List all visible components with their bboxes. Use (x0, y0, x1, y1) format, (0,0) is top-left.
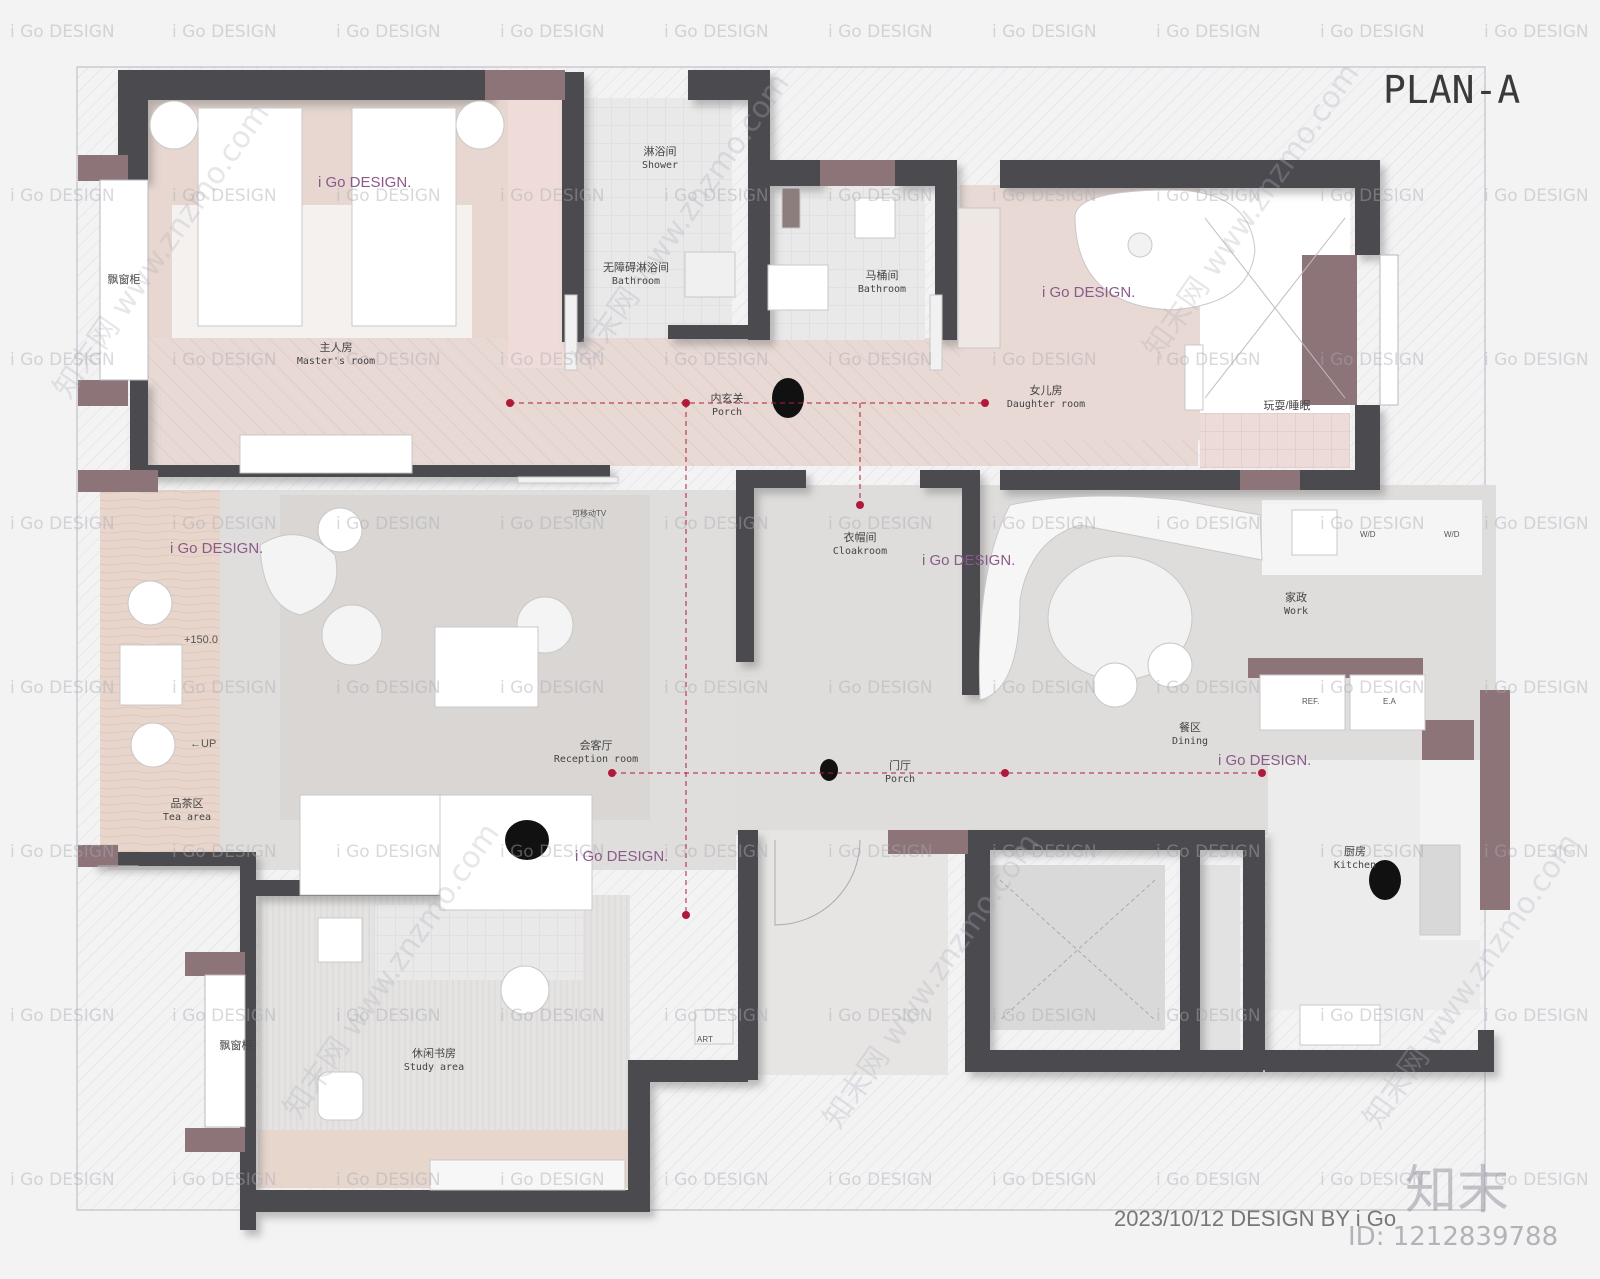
room-name-en: Study area (403, 1062, 465, 1073)
room-name-zh: 家政 (1285, 592, 1307, 604)
room-name-zh: 休闲书房 (412, 1048, 456, 1060)
room-name-zh: 衣帽间 (843, 532, 877, 544)
brand-mark: i Go DESIGN. (1042, 284, 1136, 301)
room-name-en: Bathroom (857, 284, 907, 295)
room-label-master: 主人房 Master's room (297, 342, 375, 368)
room-label-tea: 品茶区 Tea area (163, 798, 211, 824)
movable-tv-label: 可移动TV (572, 509, 607, 518)
room-label-barrier-free-bath: 无障碍淋浴间 Bathroom (603, 262, 669, 288)
footer-date-credit: 2023/10/12 DESIGN BY i Go (1114, 1206, 1397, 1231)
room-name-en: Master's room (296, 356, 376, 367)
room-name-en: Work (1283, 606, 1309, 617)
art-label: ART (697, 1035, 713, 1044)
room-label-bay-window-1: 飘窗柜 (108, 274, 141, 287)
room-label-daughter: 女儿房 Daughter room (1007, 385, 1085, 411)
room-label-work: 家政 Work (1284, 592, 1308, 618)
room-name-zh: 厨房 (1344, 846, 1366, 858)
room-label-bay-window-2: 飘窗柜 (220, 1040, 253, 1053)
room-name-en: Shower (641, 160, 679, 171)
appliance-label: E.A (1383, 697, 1396, 706)
room-name-en: Tea area (162, 812, 212, 823)
stair-up-label: ←UP (190, 738, 217, 750)
room-name-zh: 无障碍淋浴间 (603, 262, 669, 274)
room-label-toilet: 马桶间 Bathroom (858, 270, 906, 296)
brand-mark: i Go DESIGN. (575, 848, 669, 865)
room-label-reception: 会客厅 Reception room (554, 740, 638, 766)
room-name-zh: 马桶间 (865, 270, 899, 282)
room-name-en: Dining (1171, 736, 1209, 747)
source-logo: 知末 (1405, 1161, 1510, 1221)
plan-title: PLAN-A (1383, 68, 1521, 112)
room-label-kitchen: 厨房 Kitchen (1334, 846, 1376, 872)
room-name-zh: 飘窗柜 (107, 274, 141, 286)
room-name-en: Kitchen (1333, 860, 1377, 871)
room-label-cloakroom: 衣帽间 Cloakroom (833, 532, 887, 558)
room-name-zh: 女儿房 (1029, 385, 1063, 397)
room-name-zh: 餐区 (1179, 722, 1201, 734)
room-label-dining: 餐区 Dining (1172, 722, 1208, 748)
source-id: ID: 1212839788 (1348, 1222, 1559, 1252)
room-name-en: Cloakroom (832, 546, 888, 557)
room-label-shower: 淋浴间 Shower (642, 146, 678, 172)
washer-dryer-label-1: W/D (1360, 530, 1376, 539)
fridge-label: REF. (1302, 697, 1320, 706)
room-name-zh: 飘窗柜 (219, 1040, 253, 1052)
room-name-zh: 内玄关 (710, 393, 744, 405)
brand-mark: i Go DESIGN. (1218, 752, 1312, 769)
room-name-en: Porch (711, 407, 743, 418)
washer-dryer-label-2: W/D (1444, 530, 1460, 539)
room-name-zh: 淋浴间 (643, 146, 677, 158)
brand-mark: i Go DESIGN. (922, 552, 1016, 569)
room-name-zh: 会客厅 (579, 740, 613, 752)
room-name-en: Daughter room (1006, 399, 1086, 410)
room-name-zh: 玩耍/睡眠 (1263, 400, 1311, 412)
room-name-zh: 品茶区 (170, 798, 204, 810)
room-name-en: Porch (884, 774, 916, 785)
room-name-en: Reception room (553, 754, 639, 765)
brand-mark: i Go DESIGN. (318, 174, 412, 191)
room-label-entry-porch: 门厅 Porch (885, 760, 915, 786)
room-label-inner-porch: 内玄关 Porch (711, 393, 744, 419)
room-name-en: Bathroom (611, 276, 661, 287)
room-label-study: 休闲书房 Study area (404, 1048, 464, 1074)
room-label-play-sleep: 玩耍/睡眠 (1263, 400, 1310, 413)
elevation-label: +150.0 (184, 634, 218, 646)
room-name-zh: 主人房 (319, 342, 353, 354)
brand-mark: i Go DESIGN. (170, 540, 264, 557)
room-name-zh: 门厅 (888, 760, 911, 772)
